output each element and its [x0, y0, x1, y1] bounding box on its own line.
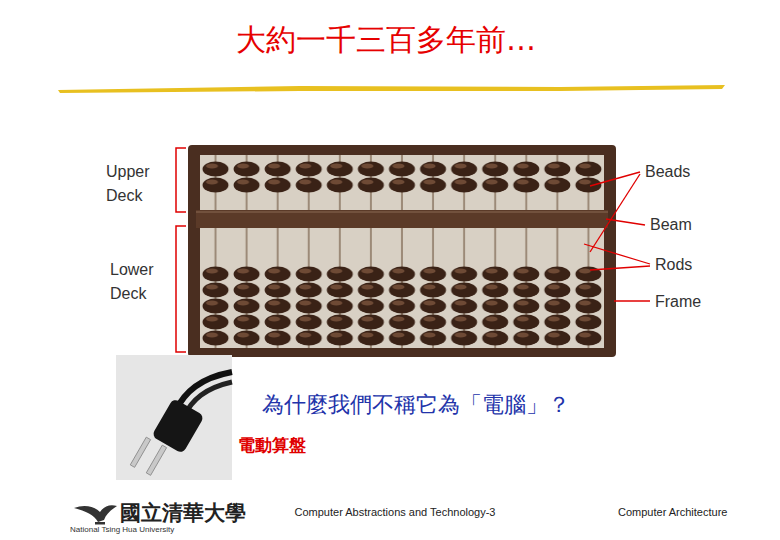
part-name: Beam	[650, 215, 692, 234]
footer-text: Computer Abstractions and Technology-3	[270, 506, 520, 519]
part-name: Upper Deck	[106, 160, 176, 208]
power-plug	[116, 355, 232, 480]
part-name: Lower Deck	[110, 258, 172, 306]
note-text: 電動算盤	[238, 436, 306, 456]
title-underline	[58, 85, 725, 93]
abacus	[188, 145, 616, 357]
footer-text: Computer Architecture	[618, 506, 727, 519]
question-text: 為什麼我們不稱它為「電腦」？	[262, 392, 570, 418]
deck-bracket	[176, 148, 186, 212]
part-name: Rods	[655, 255, 692, 274]
university-name: 國立清華大學	[120, 500, 246, 525]
university-name-en: National Tsing Hua University	[70, 525, 174, 535]
leader-lines	[584, 172, 650, 301]
part-name: Beads	[645, 162, 690, 181]
university-emblem	[74, 505, 117, 524]
deck-bracket	[176, 226, 186, 352]
part-name: Frame	[655, 292, 701, 311]
slide-title: 大約一千三百多年前…	[0, 22, 776, 58]
